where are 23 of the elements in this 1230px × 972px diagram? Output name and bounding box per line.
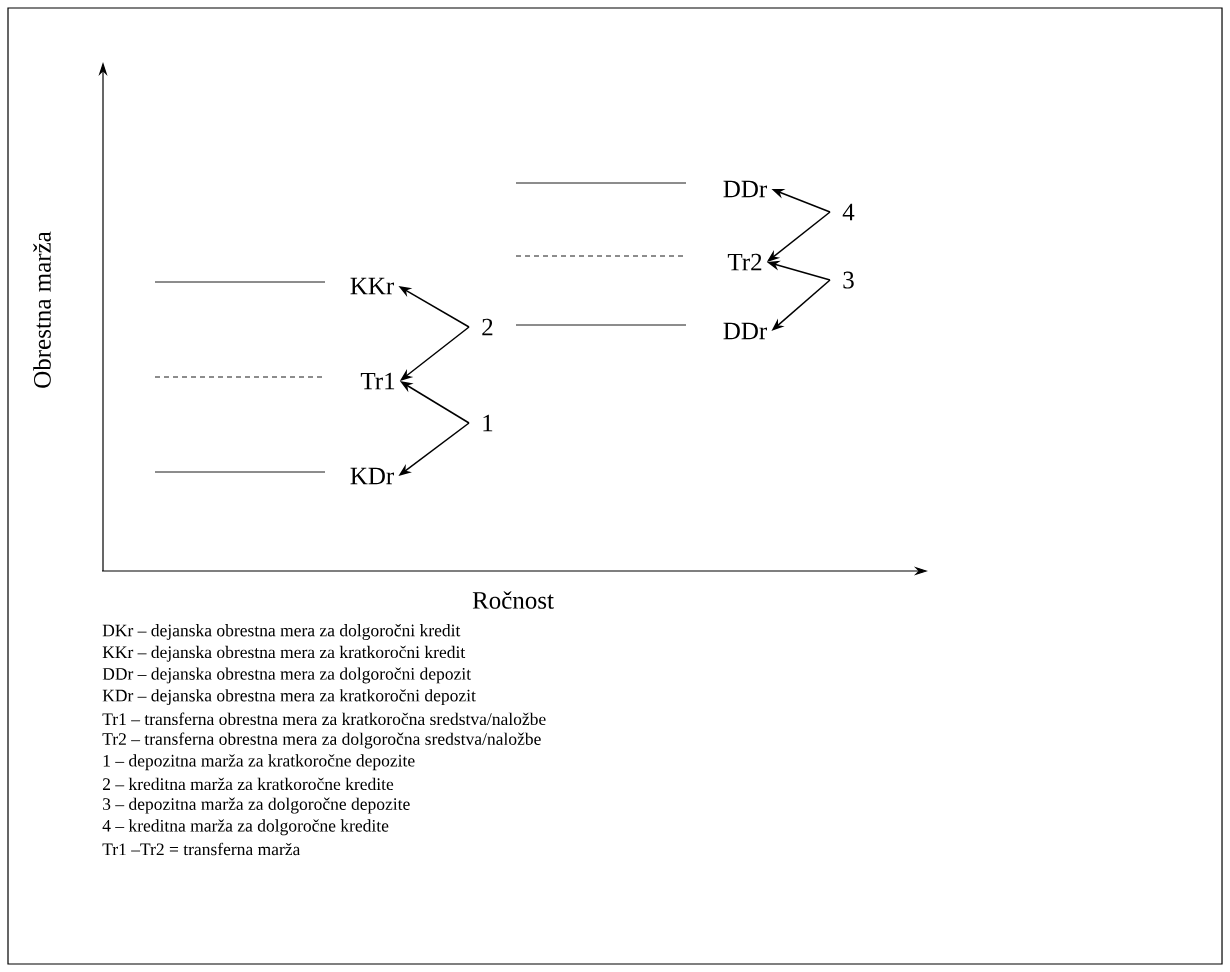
rate-label: DDr — [723, 322, 767, 340]
legend-text: KKr – dejanska obrestna mera za kratkoročni kredit — [102, 645, 466, 662]
legend-text: DKr – dejanska obrestna mera za dolgoročni kredit — [102, 624, 461, 640]
legend-text: 1 – depozitna marža za kratkoročne depozite — [103, 754, 415, 771]
legend-text: DDr – dejanska obrestna mera za dolgoročni depozit — [102, 667, 471, 684]
margin-number: 4 — [842, 203, 855, 221]
margin-number: 3 — [843, 271, 854, 289]
margin-number: 2 — [482, 318, 493, 336]
axis-title: Ročnost — [472, 591, 554, 609]
legend-text: 4 – kreditna marža za dolgoročne kredite — [102, 819, 389, 836]
legend-text: 2 – kreditna marža za kratkoročne kredite — [102, 777, 394, 791]
rate-label: Tr1 — [360, 372, 395, 390]
margin-number: 1 — [483, 414, 493, 432]
legend-text: KDr – dejanska obrestna mera za kratkoročni depozit — [102, 689, 476, 706]
rate-label: KKr — [350, 277, 394, 295]
rate-label: DDr — [723, 180, 767, 198]
rate-label: Tr2 — [727, 253, 762, 271]
legend-text: 3 – depozitna marža za dolgoročne depozite — [103, 797, 410, 814]
rate-label: KDr — [350, 467, 394, 485]
axis-title: Obrestna marža — [33, 231, 51, 388]
legend-text: Tr1 – transferna obrestna mera za kratkoročna sredstva/naložbe — [102, 712, 546, 726]
legend-text: Tr1 –Tr2 = transferna marža — [102, 842, 301, 856]
legend-text: Tr2 – transferna obrestna mera za dolgoročna sredstva/naložbe — [102, 732, 541, 749]
